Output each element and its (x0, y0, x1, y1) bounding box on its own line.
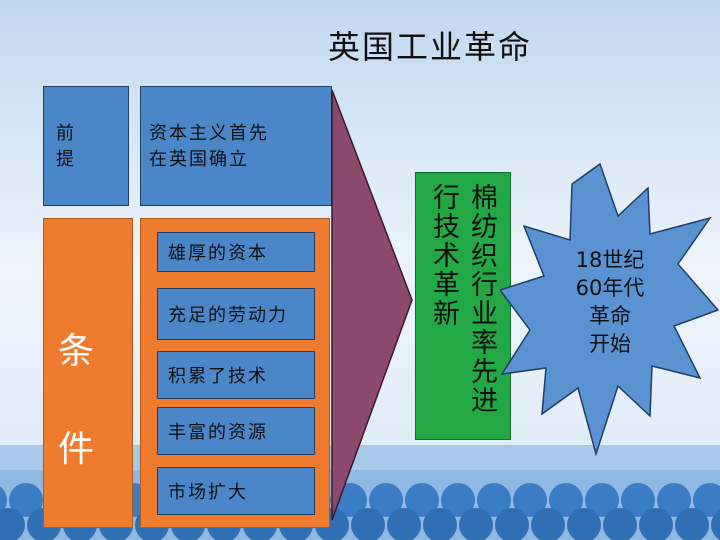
condition-item: 充足的劳动力 (157, 288, 315, 340)
wave-bubble (0, 508, 25, 540)
result-column-2: 行技术革新 (428, 183, 459, 328)
result-box: 棉纺织行业率先进 行技术革新 (415, 172, 511, 440)
wave-bubble (369, 483, 403, 517)
condition-item: 积累了技术 (157, 351, 315, 399)
wave-bubble (477, 483, 511, 517)
wave-bubble (9, 483, 43, 517)
wave-bubble (585, 483, 619, 517)
wave-bubble (621, 483, 655, 517)
wave-bubble (513, 483, 547, 517)
result-column-1: 棉纺织行业率先进 (466, 183, 497, 415)
wave-bubble (405, 483, 439, 517)
premise-label-char-2: 提 (56, 149, 74, 170)
wave-bubble (351, 508, 385, 540)
conditions-label-box: 条 件 (43, 218, 133, 528)
premise-label-char-1: 前 (56, 123, 74, 144)
wave-bubble (549, 483, 583, 517)
wave-bubble (639, 508, 673, 540)
wave-bubble (531, 508, 565, 540)
burst-line-2: 60年代 (575, 276, 645, 300)
wave-bubble (459, 508, 493, 540)
page-title: 英国工业革命 (327, 28, 532, 66)
wave-bubble (675, 508, 709, 540)
burst-line-3: 革命 (589, 304, 631, 328)
conditions-label-char-2: 件 (58, 429, 95, 470)
wave-bubble (711, 510, 720, 540)
wave-bubble (603, 508, 637, 540)
wave-bubble (495, 508, 529, 540)
condition-item: 雄厚的资本 (157, 232, 315, 272)
wave-bubble (423, 508, 457, 540)
wave-bubble (567, 508, 601, 540)
flow-arrow (331, 89, 413, 521)
conditions-label-char-1: 条 (58, 331, 95, 372)
premise-content-box: 资本主义首先 在英国确立 (140, 86, 332, 206)
wave-bubble (693, 483, 720, 517)
premise-content-line-2: 在英国确立 (149, 149, 249, 170)
burst-line-4: 开始 (589, 332, 631, 356)
premise-content-line-1: 资本主义首先 (149, 123, 269, 144)
burst-shape (500, 162, 720, 457)
wave-bubble (657, 483, 691, 517)
condition-item: 市场扩大 (157, 467, 315, 515)
burst-line-1: 18世纪 (575, 248, 645, 272)
wave-bubble (387, 508, 421, 540)
premise-label-box: 前 提 (43, 86, 129, 206)
wave-bubble (441, 483, 475, 517)
wave-bubble (0, 486, 7, 514)
condition-item: 丰富的资源 (157, 407, 315, 455)
burst-text: 18世纪 60年代 革命 开始 (560, 246, 660, 358)
